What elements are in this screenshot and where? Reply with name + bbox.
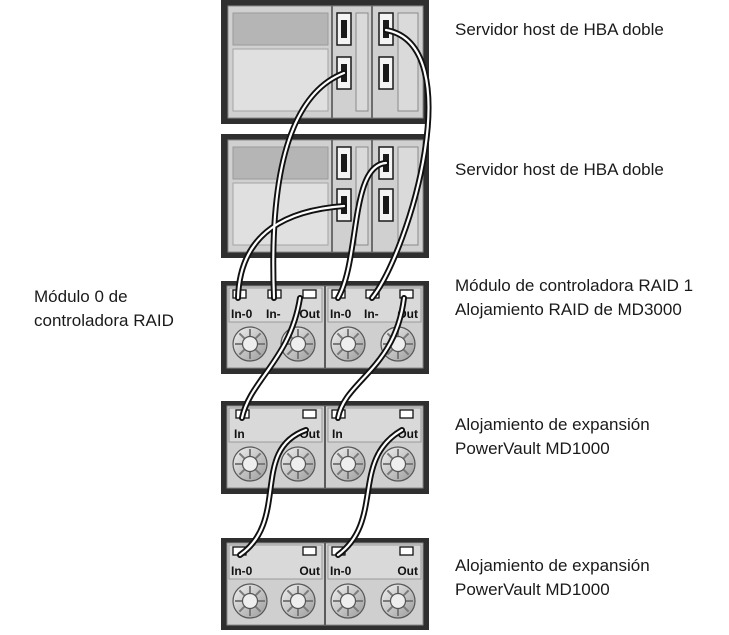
label-expansion-2-line1: Alojamiento de expansión bbox=[455, 556, 650, 575]
label-expansion-1-line2: PowerVault MD1000 bbox=[455, 439, 610, 458]
label-server-bottom-text: Servidor host de HBA doble bbox=[455, 160, 664, 179]
label-server-bottom: Servidor host de HBA doble bbox=[455, 158, 664, 182]
port-label: Out bbox=[299, 307, 320, 321]
fan-icon bbox=[232, 583, 268, 619]
fan-icon bbox=[330, 583, 366, 619]
label-expansion-1: Alojamiento de expansión PowerVault MD10… bbox=[455, 413, 650, 461]
port-icon bbox=[302, 546, 317, 556]
label-raid-module-1-line1: Módulo de controladora RAID 1 bbox=[455, 276, 694, 295]
port-icon bbox=[399, 546, 414, 556]
port-label: Out bbox=[299, 564, 320, 578]
label-server-top-text: Servidor host de HBA doble bbox=[455, 20, 664, 39]
port-icon bbox=[302, 289, 317, 299]
port-label: In bbox=[234, 427, 245, 441]
fan-icon bbox=[280, 583, 316, 619]
label-raid-module-0-line1: Módulo 0 de bbox=[34, 287, 128, 306]
server-host-bottom bbox=[221, 134, 429, 258]
port-icon bbox=[399, 409, 414, 419]
label-expansion-2-line2: PowerVault MD1000 bbox=[455, 580, 610, 599]
server-host-top bbox=[221, 0, 429, 124]
fan-icon bbox=[330, 326, 366, 362]
label-raid-module-0-line2: controladora RAID bbox=[34, 311, 174, 330]
label-expansion-1-line1: Alojamiento de expansión bbox=[455, 415, 650, 434]
fan-icon bbox=[280, 446, 316, 482]
port-label: Out bbox=[397, 564, 418, 578]
expansion-enclosure-md1000-2: In-0 Out In-0 Out bbox=[221, 538, 429, 631]
fan-icon bbox=[232, 446, 268, 482]
port-label: In-0 bbox=[231, 564, 253, 578]
port-label: In-0 bbox=[231, 307, 253, 321]
port-label: In- bbox=[364, 307, 379, 321]
port-label: In bbox=[332, 427, 343, 441]
cables bbox=[235, 27, 432, 558]
fan-icon bbox=[280, 326, 316, 362]
label-raid-module-1: Módulo de controladora RAID 1 Alojamient… bbox=[455, 274, 693, 322]
label-raid-module-0: Módulo 0 de controladora RAID bbox=[34, 285, 174, 333]
fan-icon bbox=[380, 446, 416, 482]
fan-icon bbox=[380, 583, 416, 619]
fan-icon bbox=[330, 446, 366, 482]
label-raid-module-1-line2: Alojamiento RAID de MD3000 bbox=[455, 300, 682, 319]
label-expansion-2: Alojamiento de expansión PowerVault MD10… bbox=[455, 554, 650, 602]
port-label: In-0 bbox=[330, 564, 352, 578]
port-label: In-0 bbox=[330, 307, 352, 321]
fan-icon bbox=[232, 326, 268, 362]
label-server-top: Servidor host de HBA doble bbox=[455, 18, 664, 42]
port-label: In- bbox=[266, 307, 281, 321]
port-icon bbox=[302, 409, 317, 419]
